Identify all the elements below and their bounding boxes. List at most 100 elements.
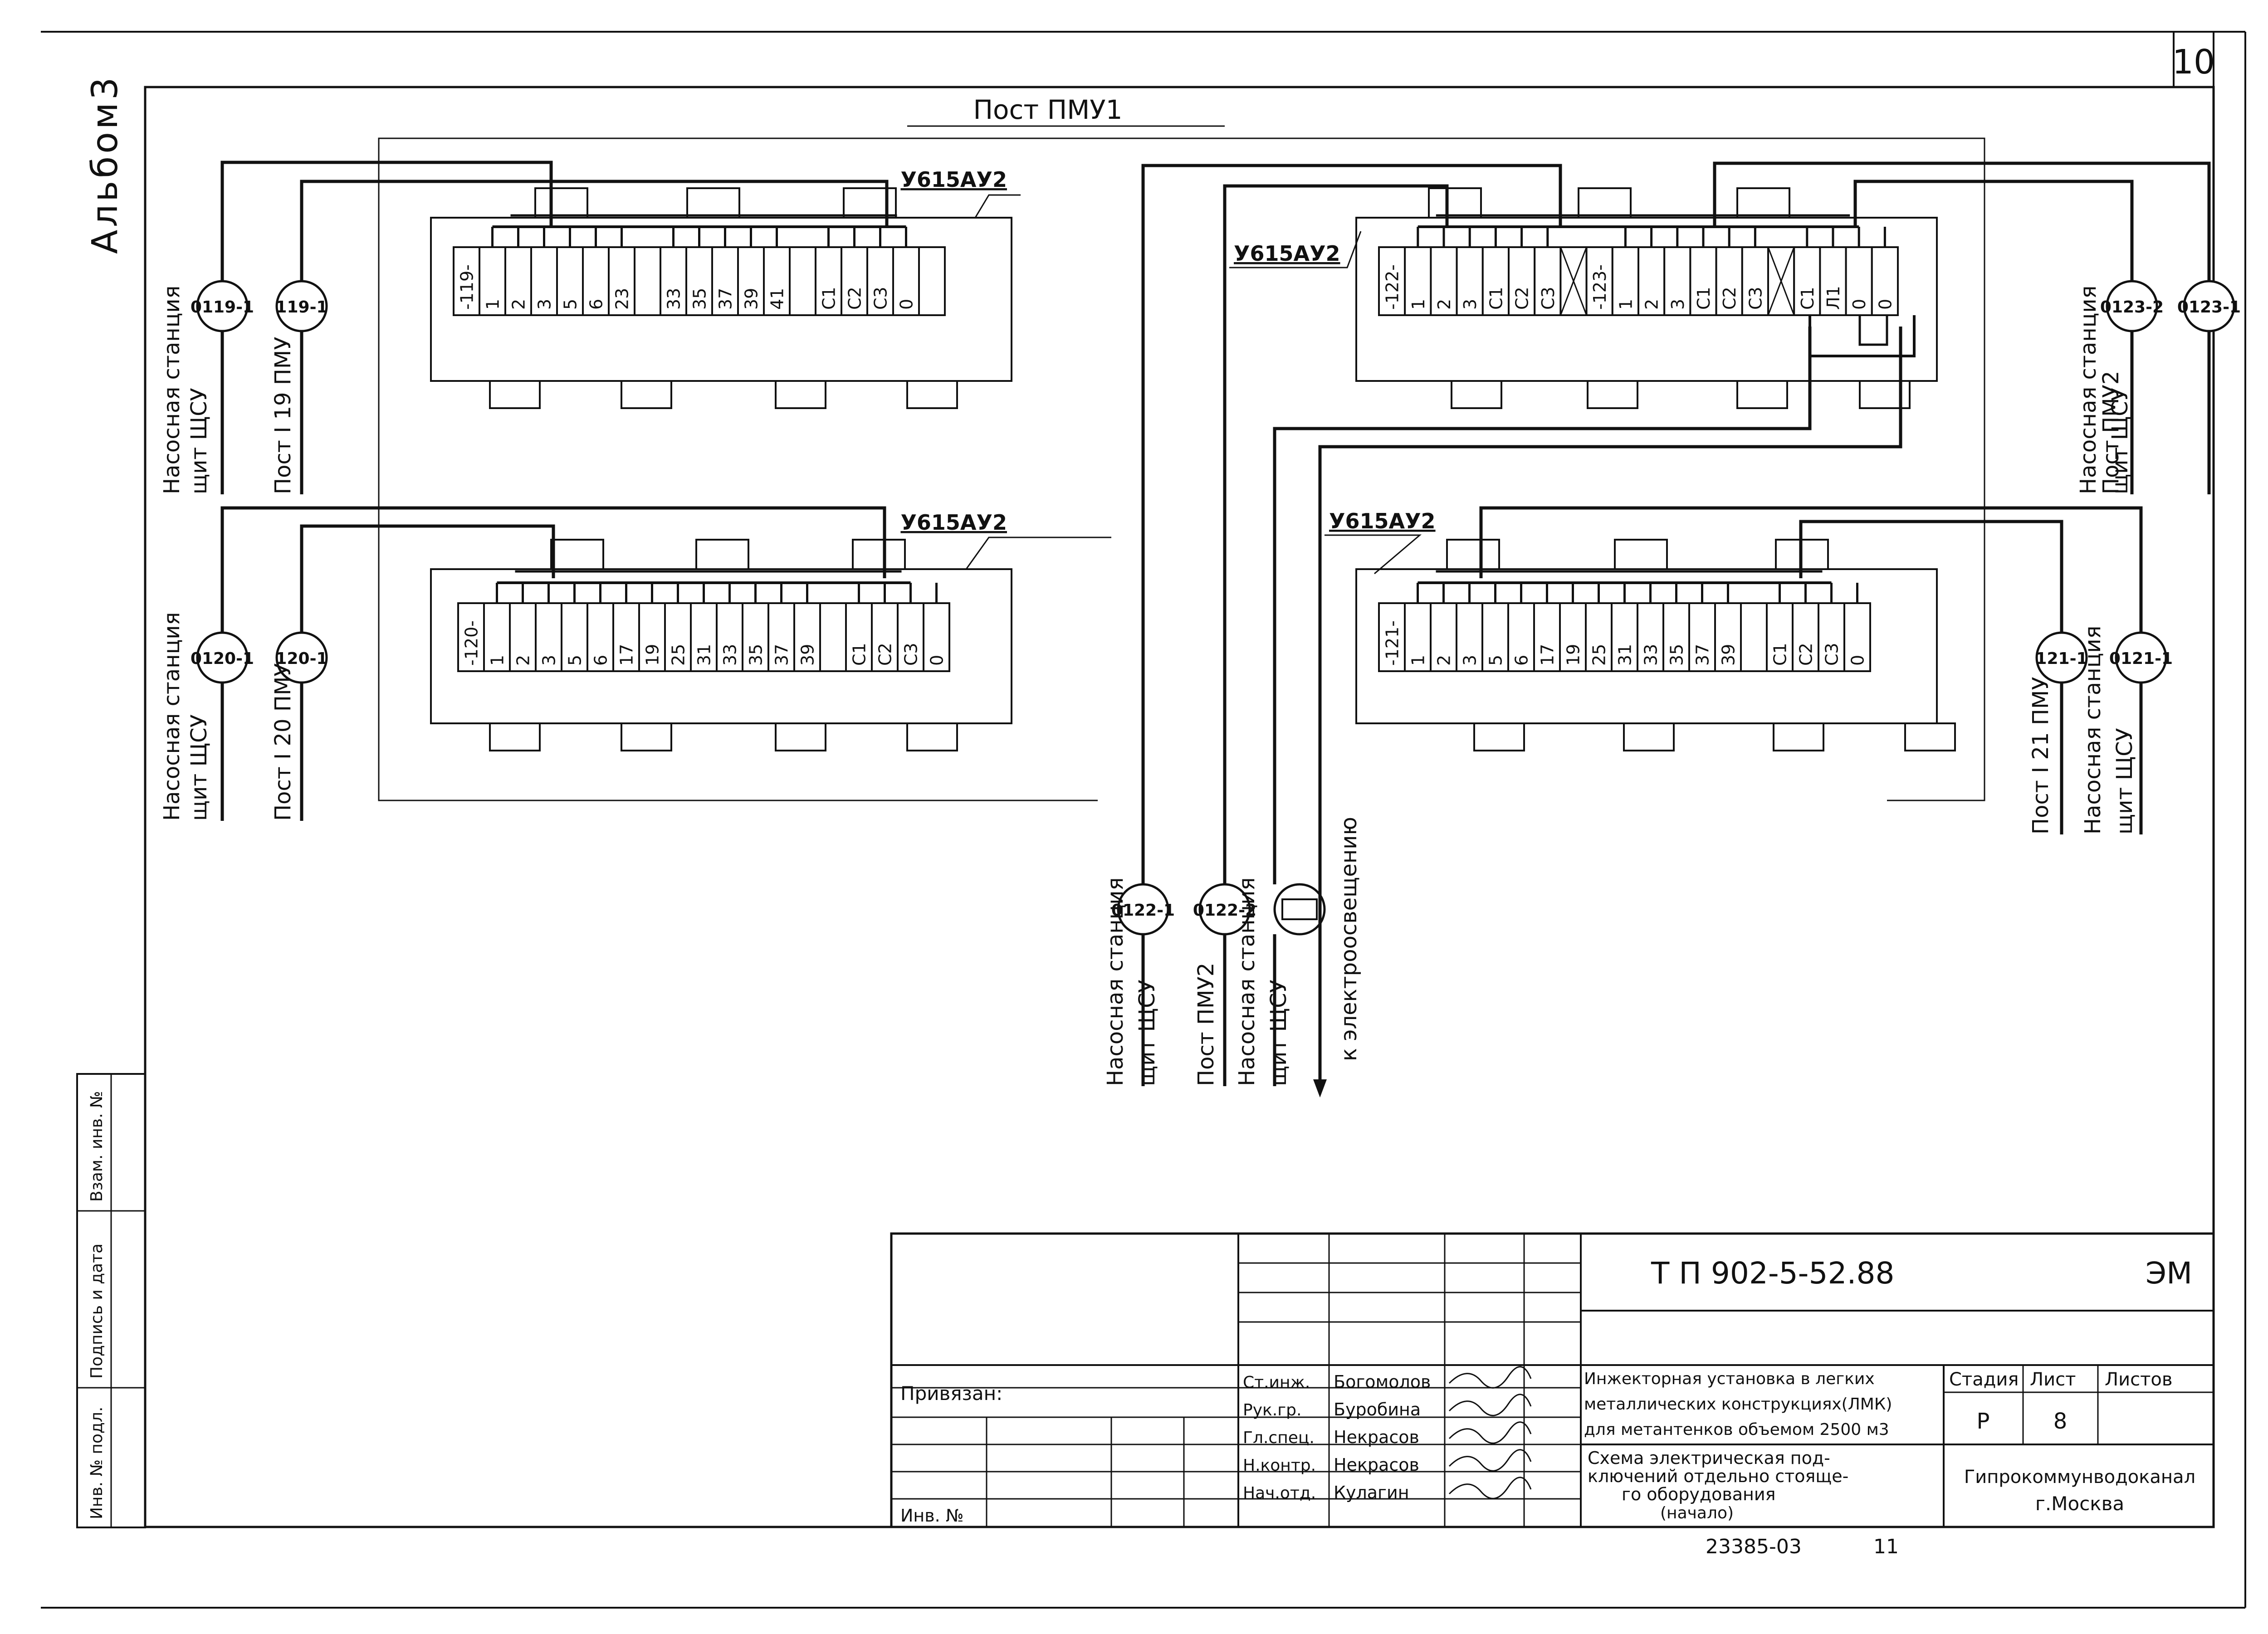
terminal-label: С1 [1798, 287, 1818, 310]
terminal-label: 1 [1408, 655, 1428, 666]
org-name: Гипрокоммунводоканал [1964, 1467, 2195, 1488]
terminal-label: 1 [483, 299, 503, 310]
cable-label: 0122-1 [1111, 901, 1175, 920]
cable-destination: щит ЩСУ [186, 388, 212, 494]
terminal [479, 246, 506, 316]
terminal [1871, 246, 1899, 316]
cable-label: 0120-1 [191, 649, 254, 668]
project-title-1: Инжекторная установка в легких [1584, 1370, 1875, 1388]
terminal-label: С1 [819, 287, 839, 310]
cable-destination: Пост I 19 ПМУ [270, 337, 296, 494]
cable-tails [220, 331, 2211, 1086]
stamp-vzam: Взам. инв. № [88, 1091, 106, 1202]
terminal-label: С3 [901, 643, 921, 666]
box-icon [1281, 898, 1318, 920]
stage-header: Стадия [1949, 1369, 2019, 1390]
terminal [789, 246, 816, 316]
terminal [1637, 602, 1664, 672]
terminal-label: 3 [539, 655, 559, 666]
terminal-label: 3 [1460, 655, 1480, 666]
terminal [1741, 246, 1769, 316]
cable-label: 0119-1 [191, 298, 254, 317]
drawing-title-3: го оборудования [1622, 1484, 1775, 1504]
cable-label: 120-1 [275, 649, 327, 668]
terminal-label: 5 [561, 299, 581, 310]
signature-mark [1448, 1449, 1532, 1472]
terminal [918, 246, 946, 316]
terminal-label: 2 [1642, 299, 1662, 310]
stamp-podpis: Подпись и дата [88, 1244, 106, 1379]
signer-role: Ст.инж. [1243, 1373, 1310, 1392]
cable-destination: Насосная станция [1103, 878, 1128, 1086]
terminal-label: 3 [1460, 299, 1480, 310]
terminal-label: -119- [457, 264, 477, 310]
terminal-label: 35 [1667, 644, 1687, 666]
terminal-label: 33 [720, 644, 740, 666]
terminal [892, 246, 920, 316]
terminal-label: С1 [1770, 643, 1790, 666]
terminal-label: -120- [462, 620, 482, 666]
terminal [819, 602, 847, 672]
terminal [1740, 602, 1768, 672]
side-stamp [76, 1073, 146, 1528]
terminal [1688, 602, 1716, 672]
terminal [1637, 246, 1666, 316]
signature-mark [1448, 1394, 1532, 1416]
terminal [1507, 602, 1535, 672]
terminal [923, 602, 950, 672]
panel-type-label: У615АУ2 [900, 167, 1007, 192]
terminal-label: С2 [845, 287, 865, 310]
terminal [716, 602, 743, 672]
terminal-label: 17 [617, 644, 637, 666]
terminal-label: 17 [1538, 644, 1558, 666]
arrow-electro [1313, 1079, 1327, 1097]
cable-label: 0121-1 [2109, 649, 2173, 668]
terminal-label: 2 [513, 655, 533, 666]
terminal-label: 0 [1875, 299, 1895, 310]
signature-mark [1448, 1477, 1532, 1499]
post-pmu1-enclosure [378, 125, 1985, 801]
terminal [1456, 602, 1483, 672]
terminal-label: 19 [1564, 644, 1584, 666]
terminal-label: 23 [612, 288, 632, 310]
terminal-label: 5 [565, 655, 585, 666]
terminal-label: 37 [772, 644, 792, 666]
panel-type-label: У615АУ2 [900, 510, 1007, 535]
cable-label: 119-1 [275, 298, 327, 317]
cable-destination: щит ЩСУ [1266, 980, 1291, 1086]
roles-table: Ст.инж.БогомоловРук.гр.БуробинаГл.спец.Н… [1243, 1366, 1532, 1502]
terminal-label: 1 [1616, 299, 1636, 310]
terminal-label: -121- [1383, 620, 1403, 666]
terminal-label: С3 [1538, 287, 1558, 310]
terminal-label: Л1 [1823, 286, 1843, 310]
sheet-value: 8 [2053, 1409, 2068, 1434]
terminal-label: С1 [1694, 287, 1714, 310]
cable-destination: щит ЩСУ [2112, 728, 2137, 834]
terminal-label: 35 [746, 644, 766, 666]
terminal-label: 39 [742, 288, 762, 310]
terminal [1481, 602, 1509, 672]
cable-label: 121-1 [2035, 649, 2087, 668]
terminal-label: 31 [694, 644, 714, 666]
type-label-leaders [965, 194, 1422, 575]
doc-code: Т П 902-5-52.88 [1651, 1256, 1894, 1291]
cable-destination: Пост I 21 ПМУ [2028, 677, 2053, 834]
stamp-inv-podl: Инв. № подл. [88, 1407, 106, 1519]
terminal [1481, 246, 1510, 316]
drawing-title-4: (начало) [1660, 1504, 1734, 1522]
sheets-header: Листов [2105, 1369, 2172, 1390]
project-title-2: металлических конструкциях(ЛМК) [1584, 1395, 1892, 1414]
